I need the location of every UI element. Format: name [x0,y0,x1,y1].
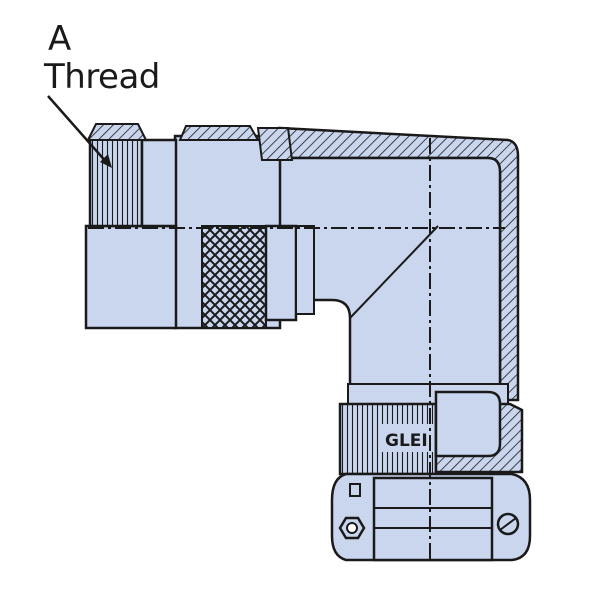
coupling-top-hatch [178,125,260,141]
callout-label-a: A [48,19,71,59]
front-plug-lower [84,224,178,330]
clamp-tab-left [349,483,361,497]
knurled-grip [201,225,267,329]
callout-leader [47,95,109,165]
lower-inner-pocket [434,390,502,458]
front-plug-top-hatch [86,123,148,141]
front-plug-upper [140,138,178,228]
clamp-saddle [372,476,494,562]
miter-line [349,225,439,319]
stamp-text: GLEI [385,431,428,451]
coupling-step2 [295,225,315,315]
lower-knurl-label-bg [380,424,434,452]
coupling-step [264,224,298,322]
hex-nut-icon [338,516,366,540]
coupling-top-hatch2 [256,127,294,161]
callout-label-thread: Thread [44,57,160,97]
screw-head-icon [496,512,520,536]
callout-arrowhead [100,154,112,168]
